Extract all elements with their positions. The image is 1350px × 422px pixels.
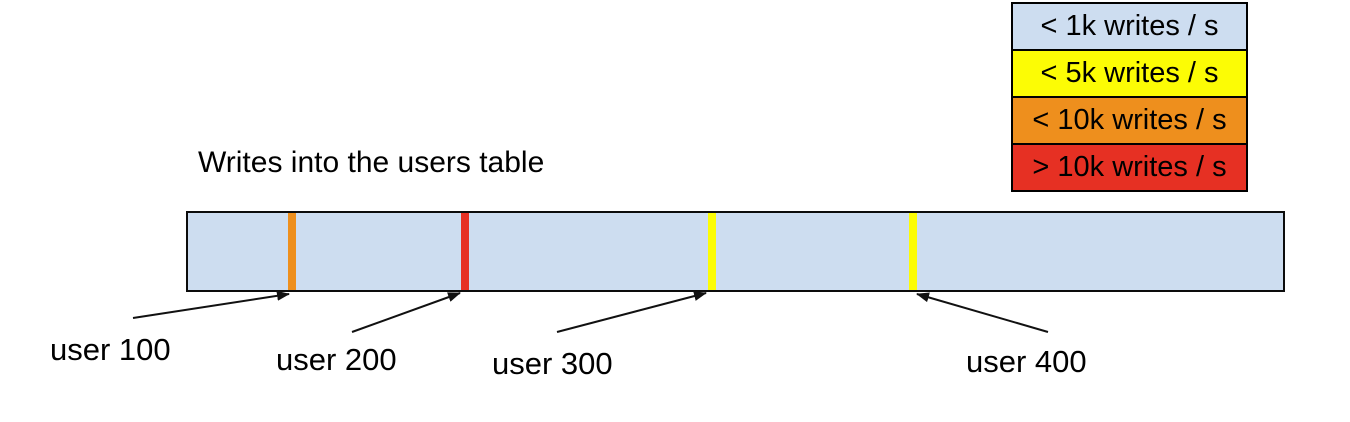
pointer-arrow (556, 291, 707, 333)
users-table-bar (186, 211, 1285, 292)
legend-label: < 1k writes / s (1040, 10, 1219, 42)
user-label: user 300 (492, 346, 613, 381)
write-hotspot-stripe (461, 213, 469, 290)
legend-row: > 10k writes / s (1011, 143, 1248, 192)
legend: < 1k writes / s < 5k writes / s < 10k writ… (1011, 2, 1248, 192)
legend-label: < 5k writes / s (1040, 57, 1219, 89)
pointer-arrow (132, 290, 290, 319)
pointer-arrow (351, 292, 461, 333)
legend-row: < 5k writes / s (1011, 49, 1248, 98)
legend-label: < 10k writes / s (1032, 104, 1227, 136)
write-hotspot-stripe (708, 213, 716, 290)
write-hotspot-stripe (909, 213, 917, 290)
legend-row: < 1k writes / s (1011, 2, 1248, 51)
legend-label: > 10k writes / s (1032, 151, 1227, 183)
diagram-title: Writes into the users table (198, 146, 545, 179)
user-label: user 400 (966, 344, 1087, 379)
write-hotspot-stripe (288, 213, 296, 290)
user-label: user 200 (276, 342, 397, 377)
pointer-arrow (916, 292, 1049, 333)
user-label: user 100 (50, 332, 171, 367)
legend-row: < 10k writes / s (1011, 96, 1248, 145)
